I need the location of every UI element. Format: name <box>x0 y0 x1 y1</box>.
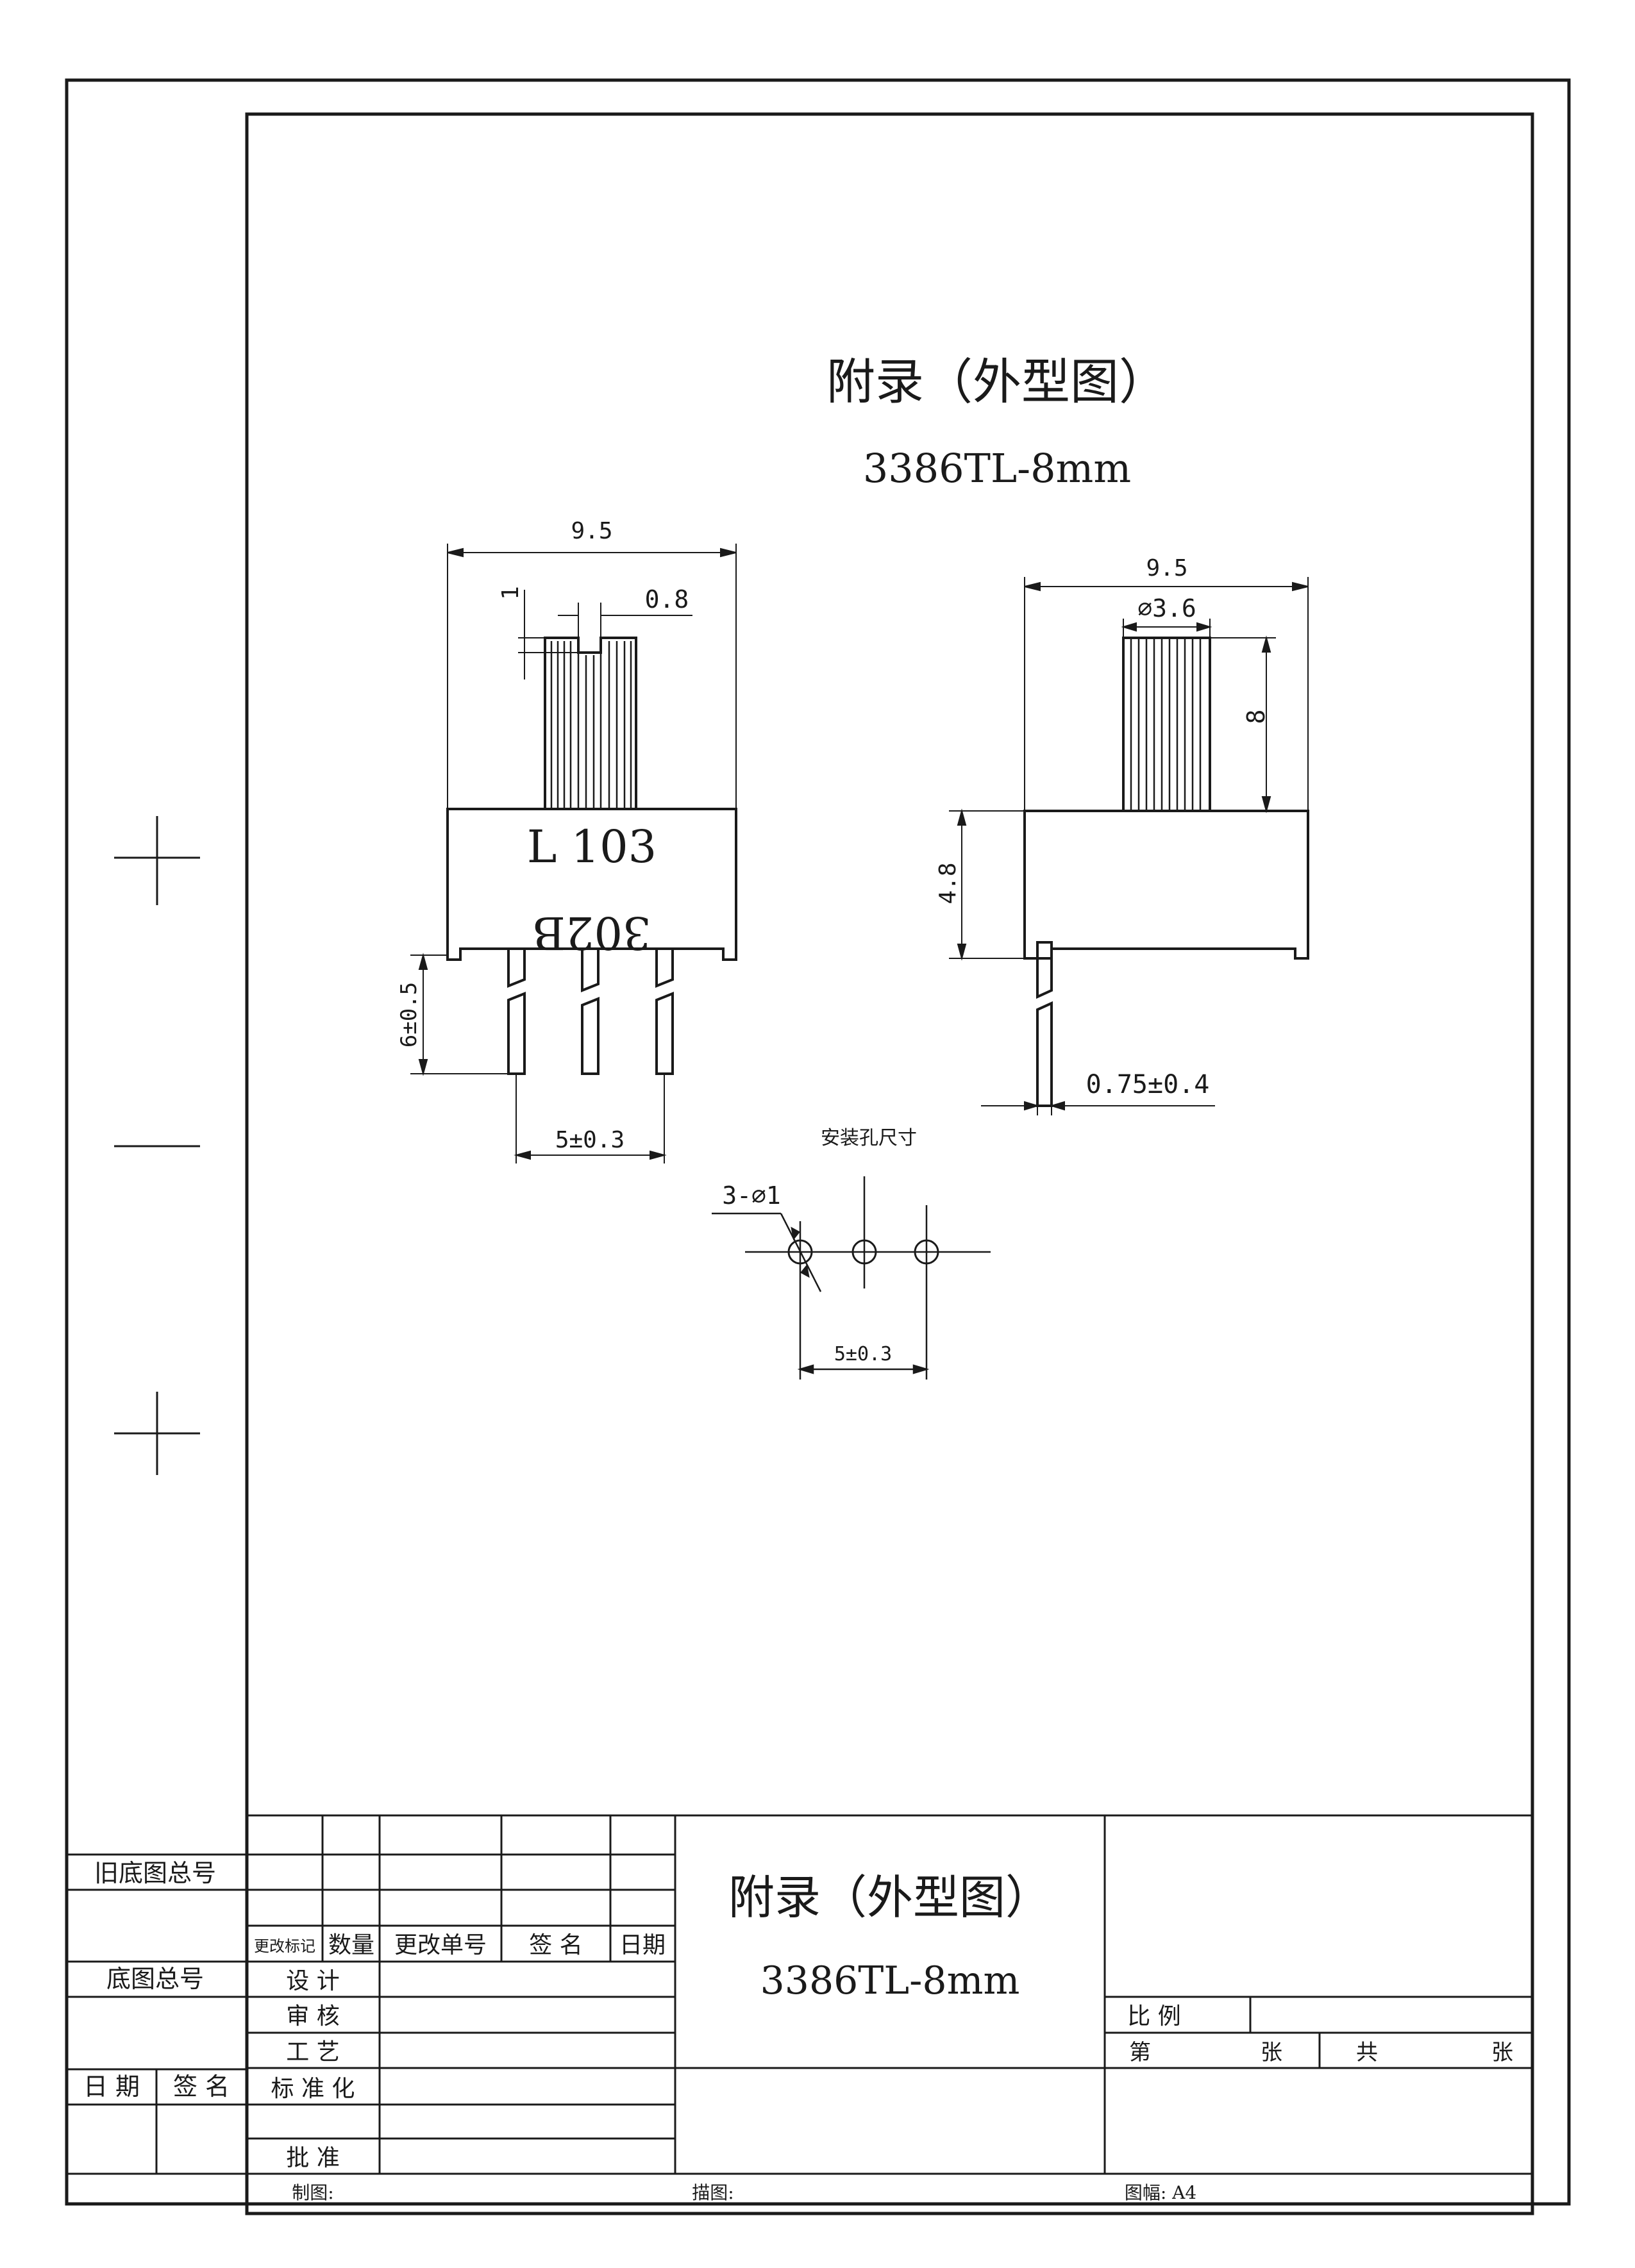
side-body-height-label: 4.8 <box>935 862 961 904</box>
col-signature: 签 名 <box>529 1932 582 1958</box>
role-process: 工 艺 <box>286 2039 339 2065</box>
outer-border <box>65 78 1571 2206</box>
title-block: 旧底图总号 底图总号 日 期 签 名 更改标记 数量 更改单号 签 名 日期 设… <box>65 1814 1532 2203</box>
traced-by: 描图: <box>692 2182 734 2203</box>
sign-label: 签 名 <box>173 2072 230 2101</box>
side-knob-ribs <box>1130 638 1202 811</box>
sheet-no-label: 第 <box>1129 2040 1151 2065</box>
hole-pattern-title: 安装孔尺寸 <box>821 1127 917 1149</box>
side-shaft-dia-label: ⌀3.6 <box>1137 594 1196 622</box>
block-model: 3386TL-8mm <box>760 1958 1020 2003</box>
front-slot-depth-label: 1 <box>498 586 524 600</box>
front-pitch-label: 5±0.3 <box>555 1127 625 1153</box>
hole-count-label: 3-⌀1 <box>722 1181 781 1210</box>
side-body <box>1023 810 1309 960</box>
front-view: L 103 302B <box>396 518 737 1163</box>
front-marking-1: L 103 <box>527 821 657 873</box>
front-marking-2: 302B <box>532 906 651 959</box>
col-date: 日期 <box>619 1932 666 1958</box>
base-no: 底图总号 <box>106 1965 204 1993</box>
sheet-unit-1: 张 <box>1261 2040 1282 2065</box>
side-knob <box>1122 637 1211 812</box>
front-pins <box>507 949 674 1075</box>
front-knob-ribs <box>550 641 632 809</box>
front-pin-length-label: 6±0.5 <box>396 982 422 1047</box>
old-base-no: 旧底图总号 <box>94 1859 216 1887</box>
role-design: 设 计 <box>286 1968 339 1994</box>
col-change-mark: 更改标记 <box>254 1937 315 1955</box>
side-dimensions <box>949 577 1309 1115</box>
role-approve: 批 准 <box>286 2145 339 2171</box>
side-shaft-height-label: 8 <box>1242 710 1270 724</box>
drawn-by: 制图: <box>292 2182 333 2203</box>
hole-pattern: 安装孔尺寸 3-⌀1 5±0.3 <box>712 1127 991 1380</box>
side-pin-thickness-label: 0.75±0.4 <box>1086 1070 1210 1099</box>
sheet-unit-2: 张 <box>1491 2040 1513 2065</box>
binding-marks <box>114 816 200 1475</box>
front-dimensions <box>410 544 737 1163</box>
side-width-label: 9.5 <box>1146 555 1187 581</box>
col-quantity: 数量 <box>328 1932 374 1958</box>
date-label: 日 期 <box>83 2072 140 2101</box>
col-change-no: 更改单号 <box>394 1932 487 1958</box>
drawing-title: 附录（外型图） <box>826 353 1168 410</box>
hole-pitch-label: 5±0.3 <box>834 1343 892 1365</box>
scale-label: 比 例 <box>1127 2003 1180 2030</box>
front-knob <box>544 637 637 809</box>
inner-border <box>245 112 1534 2215</box>
side-pin <box>1036 941 1053 1107</box>
role-review: 审 核 <box>286 2003 339 2030</box>
sheet-total-label: 共 <box>1356 2040 1378 2065</box>
role-standard: 标 准 化 <box>271 2076 355 2102</box>
drawing-model: 3386TL-8mm <box>863 445 1131 492</box>
block-title: 附录（外型图） <box>728 1871 1052 1924</box>
front-slot-width-label: 0.8 <box>645 585 689 613</box>
side-view: 9.5 ⌀3.6 8 4.8 0.75±0.4 <box>935 555 1309 1115</box>
front-body <box>446 808 737 961</box>
front-width-label: 9.5 <box>571 518 612 544</box>
paper-format: 图幅: A4 <box>1125 2182 1196 2203</box>
